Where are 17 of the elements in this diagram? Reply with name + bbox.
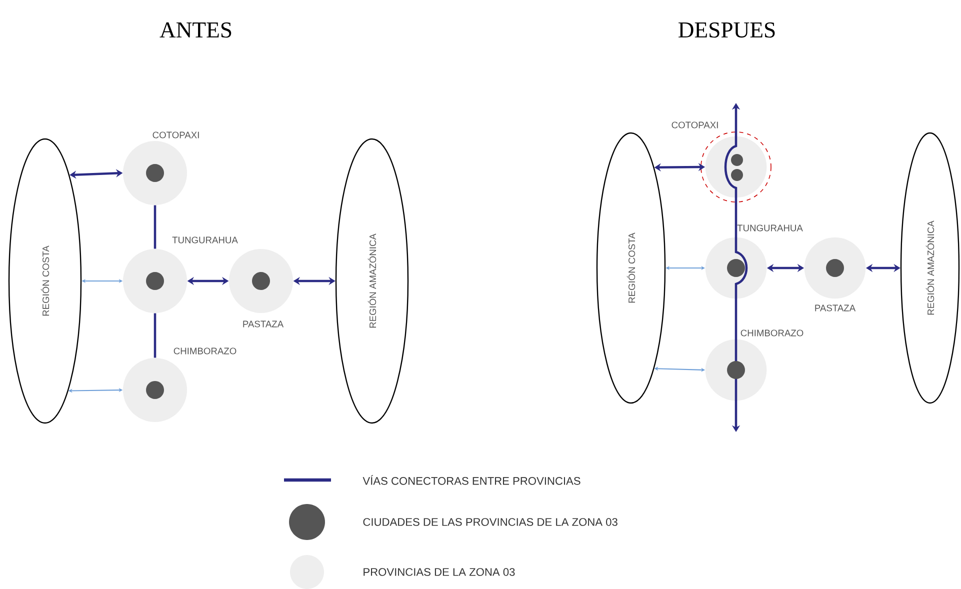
province-label: COTOPAXI [152,132,199,138]
legend-label: PROVINCIAS DE LA ZONA 03 [364,568,515,576]
road-line [734,298,738,340]
panel-title: DESPUES [678,22,775,38]
province-label: PASTAZA [815,304,856,312]
province-label: PASTAZA [243,320,284,328]
legend-label: VÍAS CONECTORAS ENTRE PROVINCIAS [362,475,580,485]
legend-label: CIUDADES DE LAS PROVINCIAS DE LA ZONA 03 [363,518,618,526]
province-label: TUNGURAHUA [737,224,803,232]
road-line [734,198,738,238]
road-line [154,313,156,358]
panel-title: ANTES [160,22,232,38]
province-label: CHIMBORAZO [174,348,236,354]
province-label: CHIMBORAZO [740,330,804,336]
province-label: COTOPAXI [672,122,718,128]
province-label: TUNGURAHUA [172,236,238,244]
road-line [154,205,156,249]
